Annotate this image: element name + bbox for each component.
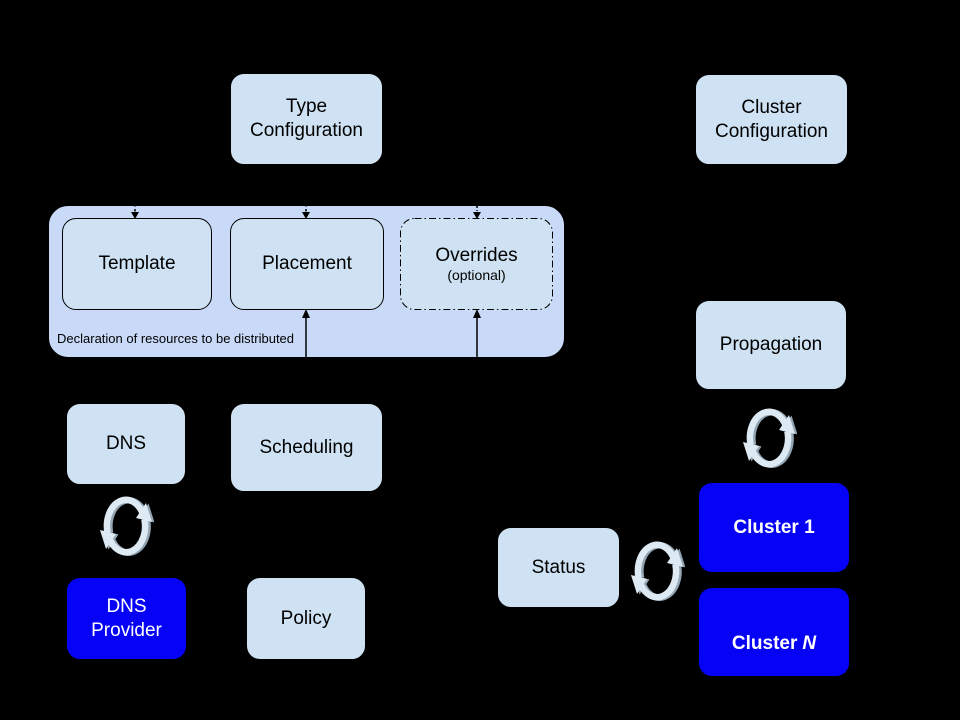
template-label: Template [98,253,176,275]
up-arrow-into-overrides-icon [473,309,481,359]
dns-box: DNS [66,403,186,485]
down-arrow-into-overrides-icon [473,204,481,219]
scheduling-label: Scheduling [259,436,354,458]
sync-arrows-propagation-icon [741,399,797,477]
sync-arrows-dns-icon [98,487,154,565]
overrides-optional-label: (optional) [447,266,506,283]
sync-arrows-status-icon [629,532,685,610]
down-arrow-into-template-icon [131,204,139,219]
cluster-n-prefix: Cluster [731,633,798,654]
up-arrow-into-placement-icon [302,309,310,359]
overrides-box: Overrides (optional) [400,218,553,310]
cluster-1-box: Cluster 1 [698,482,850,573]
overrides-label: Overrides [435,244,518,266]
cluster-configuration-box: Cluster Configuration [695,74,848,165]
dns-provider-box: DNS Provider [66,577,187,660]
cluster-n-suffix: N [802,633,817,654]
cluster-configuration-label: Cluster Configuration [714,96,829,142]
template-box: Template [62,218,212,310]
cluster-1-label: Cluster 1 [733,516,815,538]
dns-provider-label: DNS Provider [91,595,162,641]
down-arrow-into-placement-icon [302,204,310,219]
type-configuration-box: Type Configuration [230,73,383,165]
propagation-label: Propagation [719,334,823,356]
policy-box: Policy [246,577,366,660]
type-configuration-label: Type Configuration [249,96,364,141]
policy-label: Policy [280,607,332,629]
status-box: Status [497,527,620,608]
propagation-box: Propagation [695,300,847,390]
resource-declaration-caption: Declaration of resources to be distribut… [57,331,295,346]
scheduling-box: Scheduling [230,403,383,492]
placement-label: Placement [262,253,352,275]
dns-label: DNS [105,433,147,455]
placement-box: Placement [230,218,384,310]
status-label: Status [531,556,586,578]
